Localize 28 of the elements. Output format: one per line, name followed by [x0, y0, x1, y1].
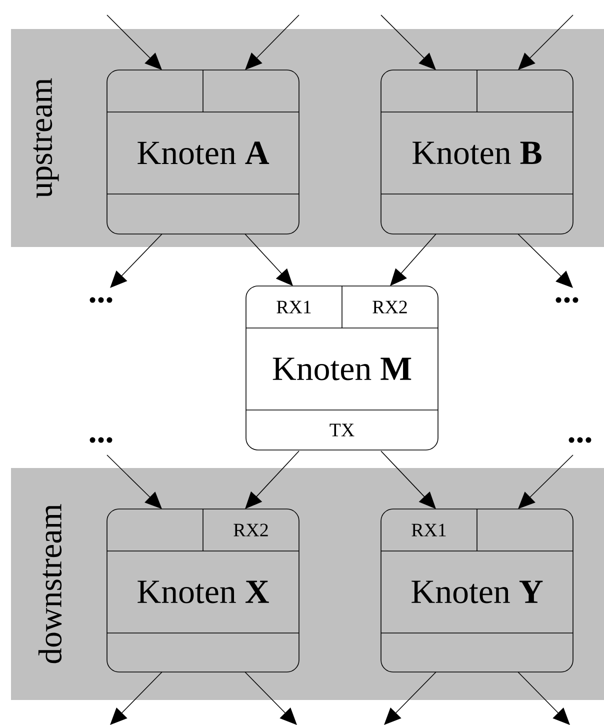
ellipsis-label: ...: [90, 297, 112, 303]
port-label: RX1: [276, 300, 311, 314]
port-label: TX: [330, 424, 354, 436]
arrow: [110, 672, 162, 725]
arrow: [384, 672, 436, 725]
band-label: upstream: [33, 78, 59, 198]
port-label: RX1: [412, 524, 446, 536]
arrow: [106, 454, 162, 509]
arrow: [106, 14, 162, 70]
ellipsis-label: ...: [90, 437, 112, 443]
arrow: [245, 450, 300, 509]
ellipsis-label: ...: [568, 437, 592, 443]
node-label: Knoten M: [272, 358, 412, 380]
node-label: Knoten Y: [412, 580, 543, 604]
port-label: RX2: [234, 524, 268, 536]
node-label: Knoten B: [412, 142, 542, 164]
node-label: Knoten A: [138, 142, 270, 164]
arrow: [518, 14, 574, 70]
port-label: RX2: [372, 300, 407, 314]
arrow: [518, 454, 574, 509]
arrow: [518, 672, 570, 725]
arrow: [244, 672, 297, 725]
arrow: [245, 14, 300, 70]
node-label: Knoten X: [138, 580, 269, 604]
arrow: [380, 14, 436, 70]
band-label: downstream: [38, 504, 62, 664]
arrow: [380, 450, 436, 509]
ellipsis-label: ...: [556, 297, 578, 303]
